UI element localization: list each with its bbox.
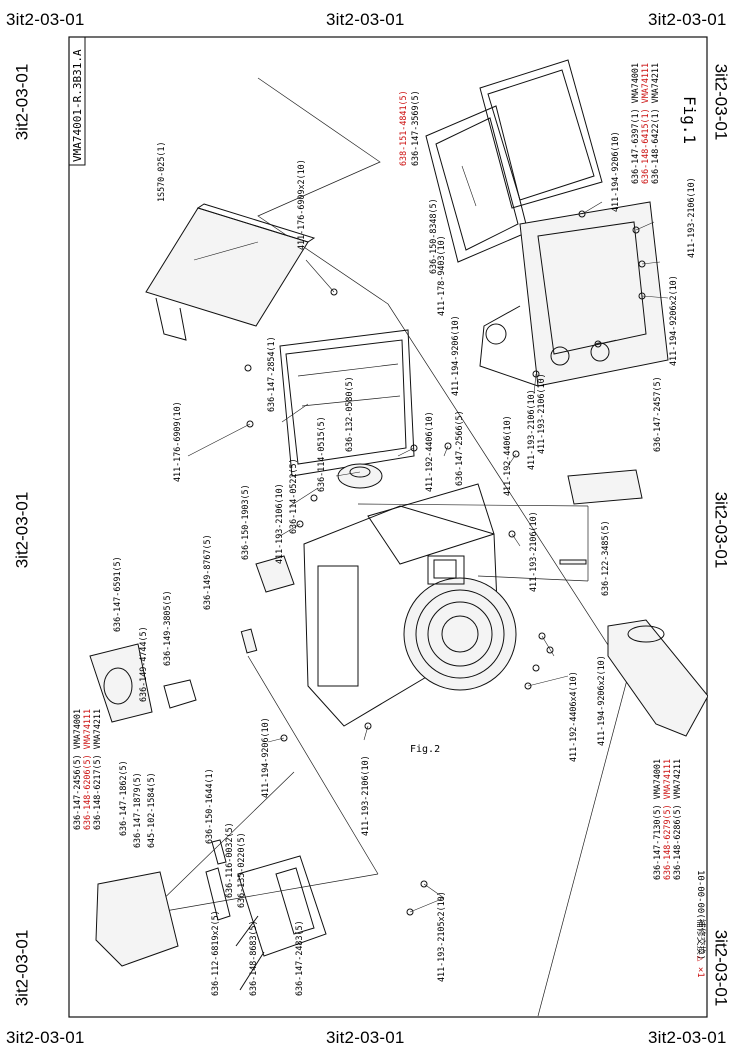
part-label: 636-135-0220(5) <box>236 832 246 908</box>
side-label-left-bottom: 3it2-03-01 <box>12 929 32 1007</box>
part-label: 636-147-2483(5) <box>294 920 304 996</box>
side-label-left-top: 3it2-03-01 <box>12 63 32 141</box>
part-label: 411-193-2106(10) <box>274 483 284 564</box>
part-label: 411-193-2105x2(10) <box>436 891 446 982</box>
part-label: 636-114-0522(5) <box>288 458 298 534</box>
part-label: 645-102-1584(5) <box>146 772 156 848</box>
part-label: 636-147-2854(1) <box>266 336 276 412</box>
flash-unit <box>89 643 153 723</box>
side-label-right-top: 3it2-03-01 <box>711 63 731 141</box>
part-label: 411-194-9206(10) <box>610 131 620 212</box>
variant-label: 636-147-2456(5) VMA74001 <box>72 709 82 830</box>
part-label: 636-122-3485(5) <box>600 520 610 596</box>
rear-cover <box>479 201 669 387</box>
part-label: 636-147-2566(5) <box>454 410 464 486</box>
part-label: 636-116-0032(5) <box>224 822 234 898</box>
part-label: 636-132-0580(5) <box>344 376 354 452</box>
corner-label-bottom-right: 3it2-03-01 <box>648 1028 727 1047</box>
part-label: 638-151-4841(5) <box>398 90 408 166</box>
bottom-front-cover <box>95 855 327 967</box>
corner-label-top-right: 3it2-03-01 <box>648 10 727 29</box>
part-label: 636-147-3569(5) <box>410 90 420 166</box>
part-label: 411-178-9403(10) <box>436 235 446 316</box>
part-label: 411-176-6909x2(10) <box>296 159 306 250</box>
variant-label: 636-148-6415(1) VMA74111 <box>640 63 650 184</box>
sheet-border <box>68 36 708 1018</box>
part-label: 636-112-6819x2(5) <box>210 910 220 996</box>
variant-label: 636-148-6279(5) VMA74111 <box>662 759 672 880</box>
lcd-panel <box>145 203 316 341</box>
part-label: 411-193-2106(10) <box>360 755 370 836</box>
variant-label-group-grip-top: 636-147-2456(5) VMA74001 636-148-6206(5)… <box>72 709 102 830</box>
part-label: 411-192-4406(10) <box>502 415 512 496</box>
camera-body <box>303 483 517 727</box>
part-label: 411-194-9206x2(10) <box>668 275 678 366</box>
side-label-right-middle: 3it2-03-01 <box>711 491 731 569</box>
part-label: 1S570-025(1) <box>156 141 166 202</box>
footer-note: 10-00-00(補修交換) <box>695 870 707 960</box>
exploded-parts-diagram: VMA74001-R.3B31.A Fig.1 10-00-00(補修交換) △… <box>68 36 708 1018</box>
fig1-label: Fig.1 <box>680 96 699 144</box>
part-label: 636-150-8348(5) <box>428 198 438 274</box>
part-label: 411-193-2106(10) <box>528 511 538 592</box>
sheet-code-box <box>68 36 86 166</box>
part-label: 411-193-2106(10) <box>686 177 696 258</box>
speaker-part <box>337 463 383 489</box>
part-label: 411-176-6909(10) <box>172 401 182 482</box>
variant-label-group-rear-cover: 636-147-6397(1) VMA74001 636-148-6415(1)… <box>630 63 660 184</box>
part-label: 411-193-2106(10) <box>526 389 536 470</box>
variant-label: 636-148-6286(5) VMA74211 <box>672 759 682 880</box>
lcd-holder-plate <box>279 329 415 477</box>
corner-label-bottom-center: 3it2-03-01 <box>326 1028 405 1047</box>
part-label: 636-147-1879(5) <box>132 772 142 848</box>
part-label: 411-192-4406(10) <box>424 411 434 492</box>
variant-label: 636-148-6422(1) VMA74211 <box>650 63 660 184</box>
variant-label: 636-147-7130(5) VMA74001 <box>652 759 662 880</box>
variant-label: 636-148-6206(5) VMA74111 <box>82 709 92 830</box>
part-label: 636-147-1862(5) <box>118 760 128 836</box>
part-label: 411-193-2106(10) <box>536 373 546 454</box>
sheet-code: VMA74001-R.3B31.A <box>71 49 84 162</box>
battery-cover <box>567 469 643 505</box>
part-label: 636-147-2457(5) <box>652 376 662 452</box>
corner-label-top-left: 3it2-03-01 <box>6 10 85 29</box>
part-label: 411-194-9206x2(10) <box>596 655 606 746</box>
side-label-right-bottom: 3it2-03-01 <box>711 929 731 1007</box>
corner-label-top-center: 3it2-03-01 <box>326 10 405 29</box>
footer-mark: △ ×1 <box>695 956 705 978</box>
small-parts <box>163 555 587 709</box>
variant-label: 636-147-6397(1) VMA74001 <box>630 63 640 184</box>
long-parts <box>205 839 265 991</box>
part-label: 636-148-8683(5) <box>248 920 258 996</box>
part-label: 636-147-6591(5) <box>112 556 122 632</box>
side-label-left-middle: 3it2-03-01 <box>12 491 32 569</box>
part-labels: 1S570-025(1) 411-176-6909x2(10) 636-147-… <box>112 90 696 996</box>
variant-label-group-grip-bottom: 636-147-7130(5) VMA74001 636-148-6279(5)… <box>652 759 682 880</box>
part-label: 636-150-1903(5) <box>240 484 250 560</box>
fig2-label: Fig.2 <box>410 744 440 755</box>
part-label: 636-150-1644(1) <box>204 768 214 844</box>
part-label: 411-192-4406x4(10) <box>568 671 578 762</box>
part-label: 636-114-0515(5) <box>316 416 326 492</box>
corner-label-bottom-left: 3it2-03-01 <box>6 1028 85 1047</box>
part-label: 636-149-4744(5) <box>138 626 148 702</box>
part-label: 636-149-3805(5) <box>162 590 172 666</box>
grip-cover <box>607 619 708 737</box>
part-label: 411-194-9206(10) <box>450 315 460 396</box>
part-label: 411-194-9206(10) <box>260 717 270 798</box>
leader-lines <box>187 165 669 913</box>
variant-label: 636-148-6217(5) VMA74211 <box>92 709 102 830</box>
part-label: 636-149-8767(5) <box>202 534 212 610</box>
